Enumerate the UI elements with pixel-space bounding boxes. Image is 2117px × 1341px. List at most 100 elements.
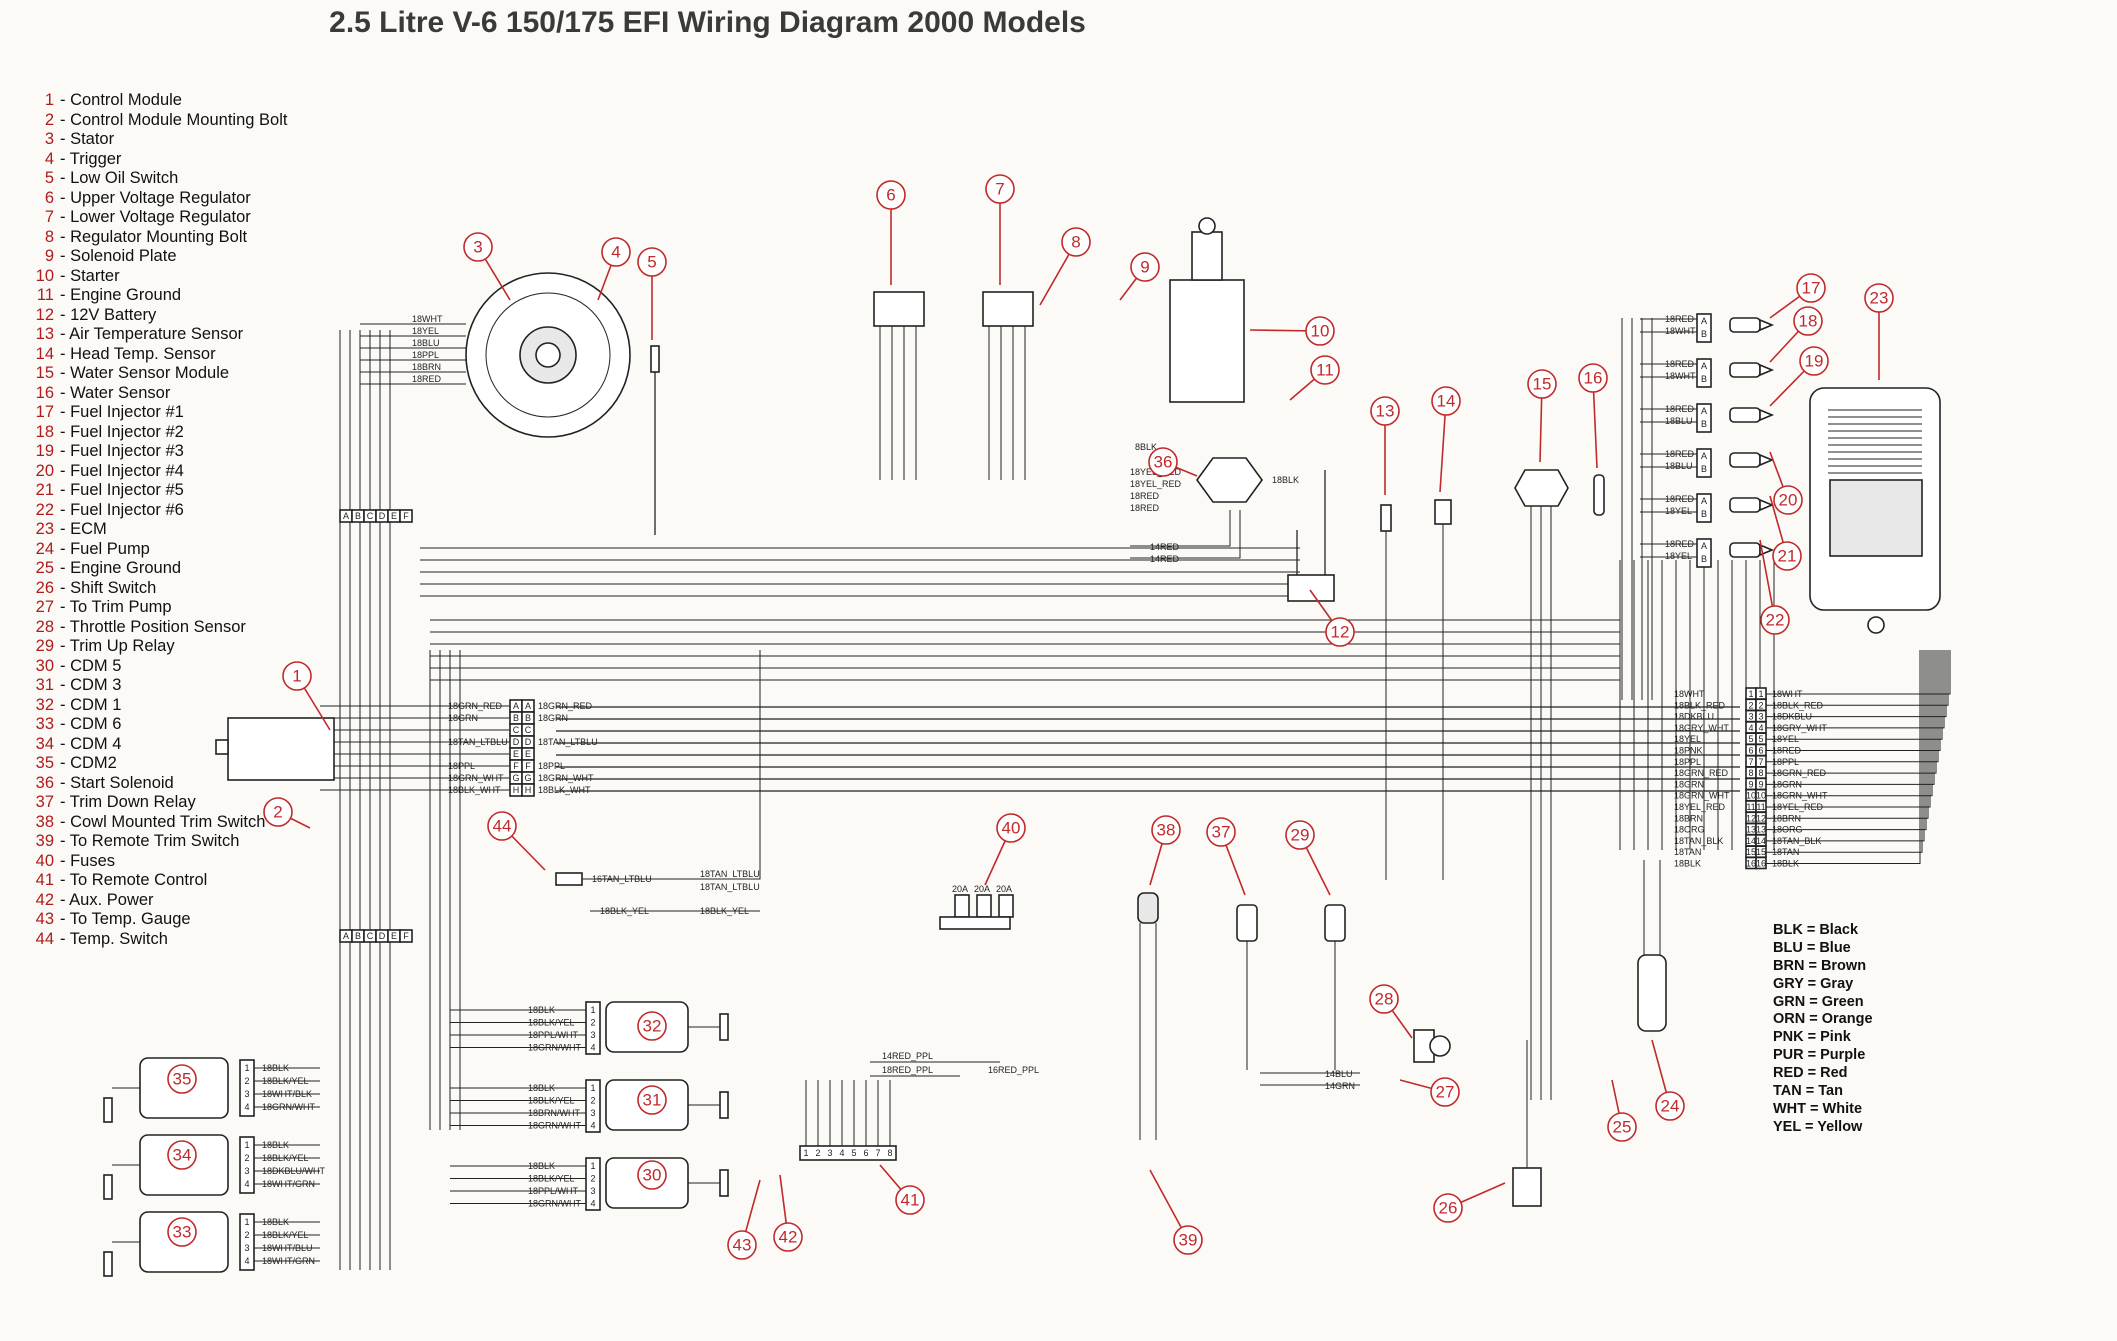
remote-pin-number: 7 [875, 1148, 880, 1158]
legend-number: 17 [35, 403, 54, 421]
starter-motor [1169, 279, 1245, 403]
injector-wire-label: 18RED [1665, 494, 1695, 504]
legend-label: - Aux. Power [60, 890, 154, 909]
callout-circle [1772, 541, 1802, 571]
cdm-pin-number: 2 [590, 1018, 595, 1028]
callout-circle [637, 1085, 667, 1115]
legend-label: - Fuses [60, 851, 116, 870]
legend-number: 18 [35, 422, 54, 441]
legend-number: 13 [35, 325, 54, 343]
callout-circle [1370, 396, 1400, 426]
blk-yel-label: 18BLK_YEL [700, 906, 749, 916]
callout-number: 33 [173, 1223, 192, 1242]
legend-item: 36- Start Solenoid [30, 774, 287, 794]
callout-circle [1527, 369, 1557, 399]
callout-circle [1325, 617, 1355, 647]
callout-10: 10 [1249, 316, 1335, 346]
legend-item: 7- Lower Voltage Regulator [30, 208, 287, 228]
legend-number: 31 [35, 676, 54, 694]
blk-yel-label: 18BLK_YEL [600, 906, 649, 916]
cdm-wire-label: 18GRN/WHT [262, 1102, 316, 1112]
injector-connector [1696, 538, 1712, 568]
callout-number: 16 [1584, 369, 1603, 388]
callout-circle [282, 661, 312, 691]
cdm-pin-number: 4 [244, 1256, 249, 1266]
callout-circle [637, 1160, 667, 1190]
ecm-wire-label: 18ORG [1674, 825, 1705, 835]
legend-item: 34- CDM 4 [30, 735, 287, 755]
cdm-pin-number: 2 [244, 1230, 249, 1240]
solenoid-wire-label: 18YEL_RED [1130, 479, 1182, 489]
start-solenoid [1196, 457, 1263, 503]
callout-18: 18 [1769, 306, 1823, 363]
callout-20: 20 [1769, 451, 1803, 515]
callout-number: 14 [1437, 392, 1456, 411]
callout-number: 4 [611, 243, 620, 262]
legend-item: 16- Water Sensor [30, 384, 287, 404]
fuse-block [939, 916, 1011, 930]
legend-number: 6 [44, 188, 54, 207]
callout-number: 28 [1375, 990, 1394, 1009]
ecm-wire [1766, 650, 1949, 706]
callout-44: 44 [487, 811, 546, 871]
legend-label: - Control Module Mounting Bolt [60, 110, 288, 129]
legend-item: 2- Control Module Mounting Bolt [30, 110, 288, 131]
callout-circle [996, 813, 1026, 843]
legend-item: 25- Engine Ground [30, 559, 287, 579]
callout-circle [895, 1185, 925, 1215]
legend-number: 36 [35, 773, 54, 792]
fuse-label: 20A [974, 884, 990, 894]
ecm-pin-number: 6 [1748, 746, 1753, 756]
module-pin-letter: E [513, 749, 519, 759]
trim-wire-label: 14GRN [1325, 1081, 1355, 1091]
legend-label: - Stator [60, 130, 115, 148]
legend-item: 4- Trigger [30, 150, 287, 170]
cdm-wire-label: 18BLK [262, 1063, 289, 1073]
injector-pin: B [1701, 464, 1707, 474]
injector-pin: B [1701, 554, 1707, 564]
ecm-pin-number: 13 [1756, 825, 1766, 835]
callout-number: 43 [733, 1236, 752, 1255]
callout-circle [601, 237, 631, 267]
callout-21: 21 [1769, 495, 1802, 571]
legend-number: 27 [35, 598, 54, 616]
module-pin-letter: A [513, 701, 519, 711]
callout-number: 18 [1799, 312, 1818, 331]
ecm-wire-label: 18PPL [1772, 757, 1799, 767]
injector-pin: B [1701, 419, 1707, 429]
cdm-pin-number: 1 [244, 1140, 249, 1150]
ecm-pin-number: 1 [1758, 689, 1763, 699]
water-sensor [1593, 474, 1605, 516]
spark-plug [719, 1169, 729, 1197]
legend-item: 29- Trim Up Relay [30, 637, 287, 657]
harness-pin-letter: D [379, 511, 386, 521]
legend-item: 20- Fuel Injector #4 [30, 462, 287, 482]
cdm-pin-number: 1 [244, 1217, 249, 1227]
legend-number: 11 [36, 286, 54, 304]
injector-nozzle [1759, 363, 1775, 377]
solenoid-wire-label: 8BLK [1135, 442, 1157, 452]
injector-connector [1696, 403, 1712, 433]
ecm-pin-number: 7 [1758, 757, 1763, 767]
cdm-connector [585, 1079, 601, 1133]
water-sensor-module [1514, 469, 1569, 507]
injector-connector [1696, 358, 1712, 388]
callout-circle [1773, 485, 1803, 515]
temp-wire-label: 18TAN_LTBLU [700, 882, 760, 892]
temp-wire-label: 16TAN_LTBLU [592, 874, 652, 884]
legend-number: 33 [35, 715, 54, 733]
callout-22: 22 [1759, 539, 1790, 635]
legend-label: - Engine Ground [60, 286, 182, 304]
legend-label: - To Remote Trim Switch [60, 832, 240, 850]
callout-number: 30 [643, 1166, 662, 1185]
diagram-title: 2.5 Litre V-6 150/175 EFI Wiring Diagram… [329, 6, 1086, 39]
trim-down-relay [1236, 904, 1258, 942]
cdm-pin-number: 3 [244, 1166, 249, 1176]
fuel-injector [1729, 497, 1761, 513]
legend-number: 30 [35, 656, 54, 675]
ecm-pin-number: 16 [1746, 859, 1756, 869]
module-pin-letter: A [525, 701, 531, 711]
air-temp-sensor [1380, 504, 1392, 532]
